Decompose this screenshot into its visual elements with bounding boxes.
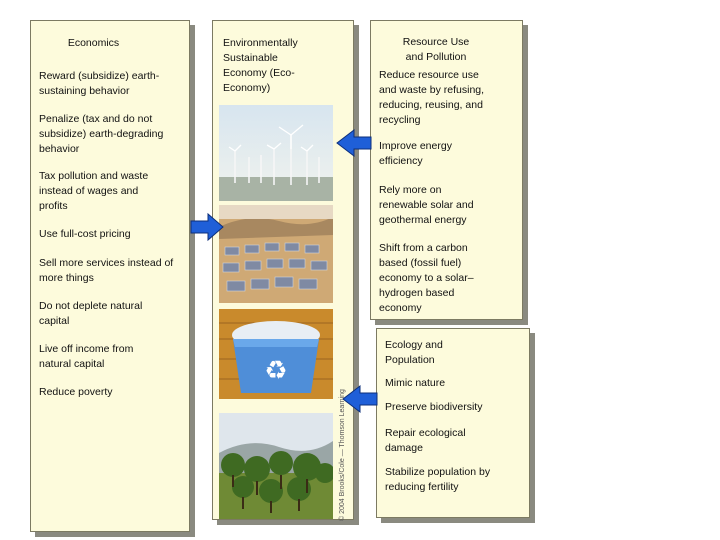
resource-use-item: Reduce resource use and waste by refusin… [379, 69, 485, 126]
wind-turbines-image [219, 105, 333, 201]
ecology-arrow [342, 384, 378, 414]
forest-image [219, 413, 333, 519]
economics-item: Use full-cost pricing [39, 228, 131, 240]
recycling-bin-image: ♻ [219, 309, 333, 399]
left-arrow [190, 212, 224, 242]
ecology-item: Preserve biodiversity [385, 401, 483, 413]
ecology-item: Stabilize population by reducing fertili… [385, 466, 491, 493]
ecology-item: Repair ecological damage [385, 427, 466, 454]
eco-economy-panel: Environmentally Sustainable Economy (Eco… [212, 20, 354, 521]
economics-item: Live off income from natural capital [39, 343, 134, 370]
economics-item: Tax pollution and waste instead of wages… [39, 170, 149, 212]
svg-text:♻: ♻ [264, 356, 287, 386]
economics-item: Reduce poverty [39, 386, 113, 398]
eco-economy-title: Environmentally Sustainable Economy (Eco… [223, 37, 298, 94]
economics-panel: Economics Reward (subsidize) earth-susta… [30, 20, 190, 532]
resource-use-item: Shift from a carbon based (fossil fuel) … [379, 242, 474, 314]
economics-title: Economics [67, 37, 120, 49]
economics-item: Sell more services instead of more thing… [39, 257, 174, 284]
economics-item: Reward (subsidize) earth-sustaining beha… [39, 70, 160, 97]
resource-arrow [336, 128, 372, 158]
resource-use-item: Rely more on renewable solar and geother… [379, 184, 474, 226]
resource-use-panel: Resource Use and Pollution Reduce resour… [370, 20, 523, 320]
resource-use-item: Improve energy efficiency [379, 140, 452, 167]
economics-item: Do not deplete natural capital [39, 300, 143, 327]
ecology-title: Ecology and Population [385, 339, 443, 366]
economics-item: Penalize (tax and do not subsidize) eart… [39, 113, 164, 155]
resource-use-title: Resource Use and Pollution [402, 36, 470, 63]
ecology-panel: Ecology and Population Mimic nature Pres… [376, 328, 530, 518]
solar-panels-image [219, 205, 333, 303]
ecology-item: Mimic nature [385, 377, 446, 389]
